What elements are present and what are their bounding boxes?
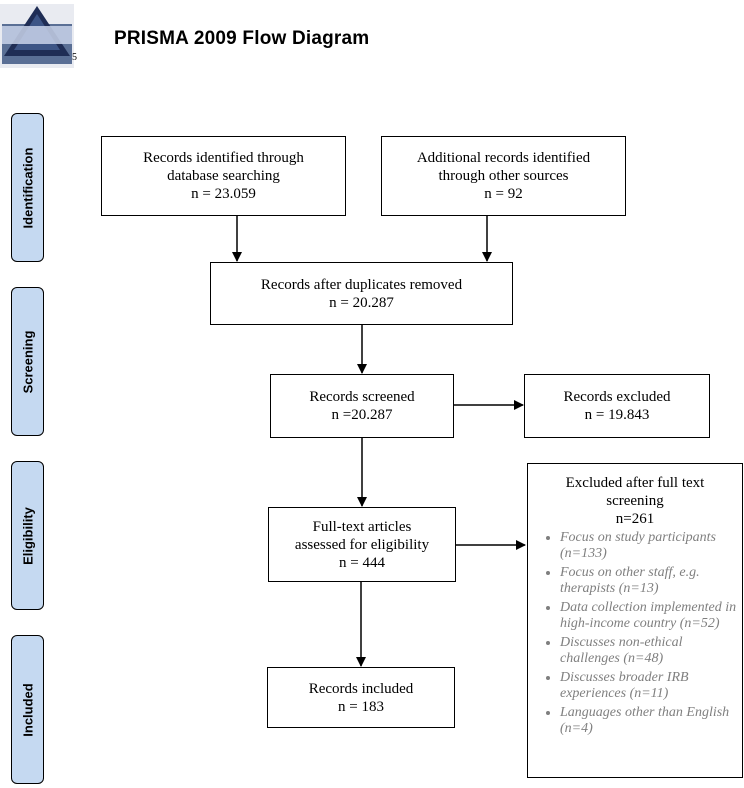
box-text: database searching [167,168,280,184]
box-records-database: Records identified through database sear… [101,136,346,216]
exclusion-reasons-list: Focus on study participants (n=133) Focu… [528,530,742,740]
box-text: Full-text articles [312,518,412,535]
box-text: through other sources [438,168,569,184]
box-count: n = 23.059 [191,186,256,202]
box-count: n=261 [615,511,655,527]
box-text: Records identified through [143,150,304,166]
box-count: n = 92 [484,186,523,202]
stage-screening: Screening [11,287,44,436]
box-count: n = 444 [339,554,385,571]
exclusion-reason: Discusses non-ethical challenges (n=48) [560,635,742,667]
box-text: Records excluded [563,389,671,405]
box-records-other-sources: Additional records identified through ot… [381,136,626,216]
box-text: Excluded after full text [565,475,705,491]
prisma-logo [0,4,74,68]
box-count: n = 20.287 [329,294,394,311]
exclusion-reason: Data collection implemented in high-inco… [560,600,742,632]
box-text: assessed for eligibility [294,536,430,553]
exclusion-reason: Languages other than English (n=4) [560,705,742,737]
box-text: screening [606,493,664,509]
exclusion-reason: Focus on other staff, e.g. therapists (n… [560,565,742,597]
exclusion-reason: Discusses broader IRB experiences (n=11) [560,670,742,702]
exclusion-reason: Focus on study participants (n=133) [560,530,742,562]
box-text: Records after duplicates removed [260,276,463,293]
box-count: n = 19.843 [584,407,650,423]
box-count: n =20.287 [331,407,393,423]
box-count: n = 183 [338,698,384,715]
stage-eligibility: Eligibility [11,461,44,610]
stage-identification: Identification [11,113,44,262]
box-text: Additional records identified [416,150,591,166]
box-text: Records included [308,680,414,697]
box-records-screened: Records screened n =20.287 [270,374,454,438]
page-title: PRISMA 2009 Flow Diagram [114,28,370,49]
box-text: Records screened [309,389,415,405]
box-fulltext-excluded: Excluded after full text screening n=261… [527,463,743,778]
box-records-included: Records included n = 183 [267,667,455,728]
logo-number: 5 [72,52,77,63]
stage-included: Included [11,635,44,784]
box-fulltext-assessed: Full-text articles assessed for eligibil… [268,507,456,582]
box-duplicates-removed: Records after duplicates removed n = 20.… [210,262,513,325]
box-records-excluded: Records excluded n = 19.843 [524,374,710,438]
